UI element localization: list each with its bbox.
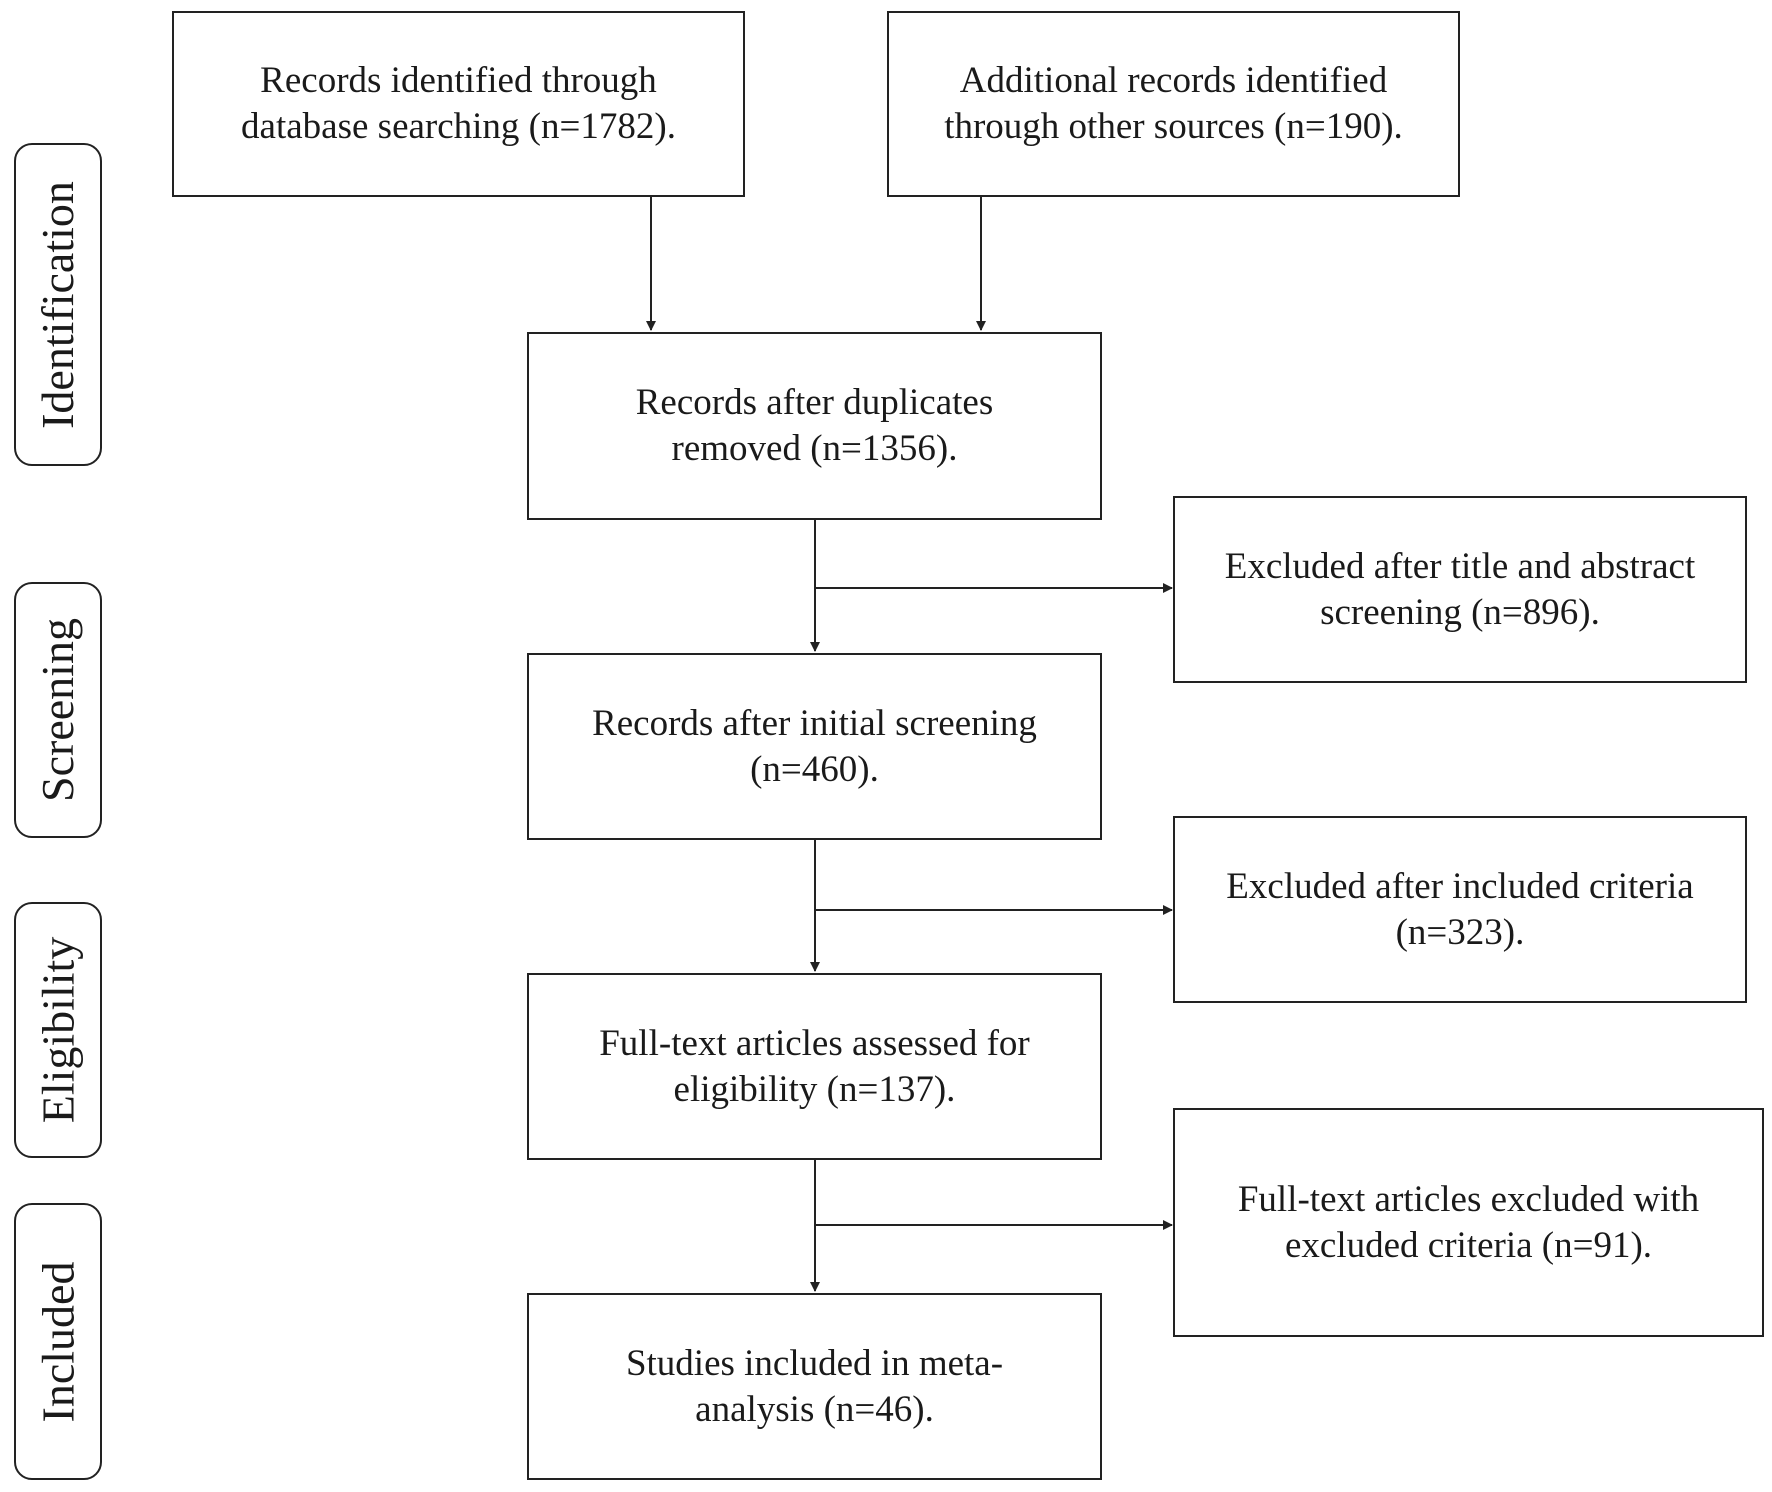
stage-eligibility: Eligibility — [14, 902, 102, 1158]
box-after-initial-screening: Records after initial screening (n=460). — [527, 653, 1102, 840]
stage-screening: Screening — [14, 582, 102, 838]
box-fulltext-excluded: Full-text articles excluded with exclude… — [1173, 1108, 1764, 1337]
stage-identification: Identification — [14, 143, 102, 466]
stage-included: Included — [14, 1203, 102, 1480]
box-excluded-title-abstract: Excluded after title and abstract screen… — [1173, 496, 1747, 683]
box-database-records: Records identified through database sear… — [172, 11, 745, 197]
stage-included-label: Included — [32, 1261, 83, 1422]
stage-screening-label: Screening — [32, 618, 83, 802]
stage-identification-label: Identification — [32, 180, 84, 429]
box-after-duplicates: Records after duplicates removed (n=1356… — [527, 332, 1102, 520]
stage-eligibility-label: Eligibility — [32, 936, 83, 1124]
box-other-sources: Additional records identified through ot… — [887, 11, 1460, 197]
box-studies-included: Studies included in meta- analysis (n=46… — [527, 1293, 1102, 1480]
box-fulltext-assessed: Full-text articles assessed for eligibil… — [527, 973, 1102, 1160]
box-excluded-included-criteria: Excluded after included criteria (n=323)… — [1173, 816, 1747, 1003]
